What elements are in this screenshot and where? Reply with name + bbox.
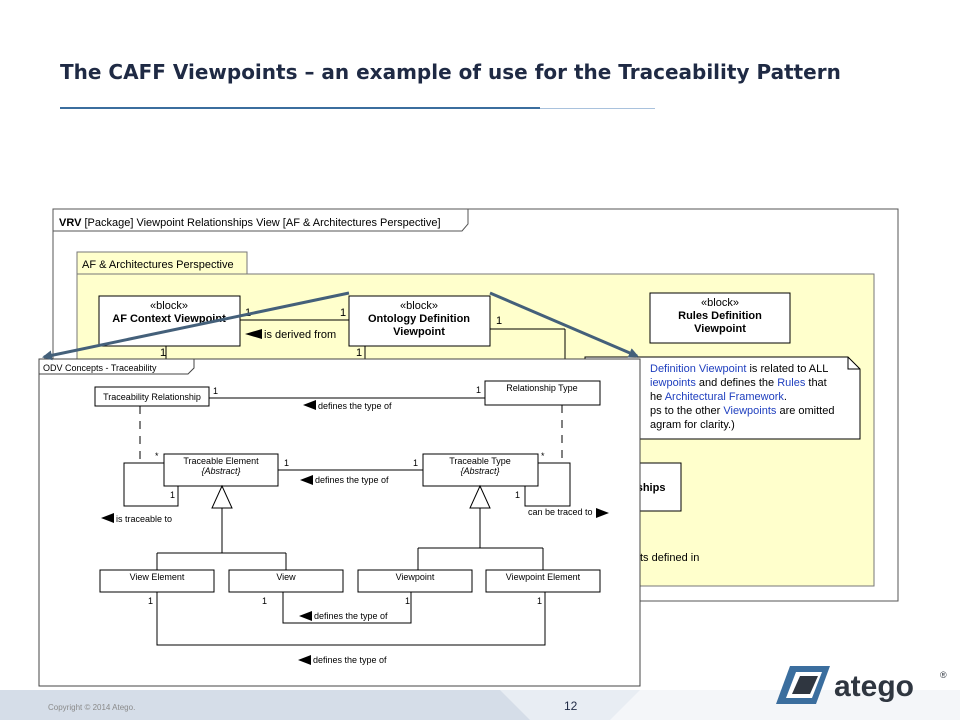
block-viewpoint-element[interactable]: Viewpoint Element [485,569,601,593]
mult-label: * [541,451,545,461]
page-number: 12 [564,699,578,713]
svg-text:VRV [Package] Viewpoint Relati: VRV [Package] Viewpoint Relationships Vi… [59,217,441,229]
block-stereotype: «block» [400,300,438,312]
mult-label: 1 [356,347,362,359]
assoc-label: can be traced to [528,507,593,517]
mult-label: 1 [213,386,218,396]
mult-label: 1 [340,307,346,319]
atego-logo: atego ® [772,660,952,715]
block-view-element[interactable]: View Element [99,569,215,593]
copyright-text: Copyright © 2014 Atego. [48,703,136,712]
registered-mark: ® [940,670,947,680]
bottom-text: ts defined in [640,552,699,564]
front-diagram: ODV Concepts - Traceability Traceability… [38,358,641,687]
mult-label: 1 [160,347,166,359]
block-view[interactable]: View [228,569,344,593]
block-traceable-element[interactable]: Traceable Element {Abstract} [163,453,279,487]
self-assoc-right [524,462,571,507]
mult-label: 1 [515,490,520,500]
block-af-context-viewpoint[interactable]: «block» AF Context Viewpoint [98,295,241,347]
note-line-1: Definition Viewpoint is related to ALL [650,363,828,375]
block-name-line2: Viewpoint [694,323,746,335]
mult-label: 1 [413,458,418,468]
vrv-frame-label: [Package] Viewpoint Relationships View [… [84,217,440,229]
vrv-frame-prefix: VRV [59,217,82,229]
note-line-4: ps to the other Viewpoints are omitted [650,405,834,417]
block-name: View Element [130,572,185,582]
block-rules-definition-viewpoint[interactable]: «block» Rules Definition Viewpoint [649,292,791,344]
block-name: Traceable Element [183,456,259,466]
slide-title: The CAFF Viewpoints – an example of use … [60,60,841,84]
odv-frame-tab [39,359,195,375]
assoc-label: defines the type of [318,401,392,411]
block-name: AF Context Viewpoint [112,313,226,325]
assoc-label: is traceable to [116,514,172,524]
assoc-view-element-viewpoint-element [156,592,546,646]
mult-label: 1 [537,596,542,606]
block-name: Relationship Type [506,383,577,393]
assoc-view-viewpoint [282,592,412,624]
vrv-frame-tab [53,209,469,232]
block-stereotype: «block» [701,297,739,309]
mult-label: 1 [262,596,267,606]
mult-label: 1 [405,596,410,606]
note-line-3: he Architectural Framework. [650,391,787,403]
block-name: View [276,572,296,582]
direction-arrow-icon [299,611,312,621]
block-name: Traceability Relationship [103,392,201,402]
mult-label: 1 [496,315,502,327]
note-line-5: agram for clarity.) [650,419,735,431]
title-underline-light [540,108,655,109]
odv-frame-label: ODV Concepts - Traceability [43,363,157,373]
mult-label: 1 [170,490,175,500]
direction-arrow-icon [298,655,311,665]
assoc-label: defines the type of [313,655,387,665]
direction-arrow-icon [300,475,313,485]
direction-arrow-icon [101,513,114,523]
block-stereotype: «block» [150,300,188,312]
callout-arrow-right [489,291,639,358]
odv-frame [38,358,641,687]
direction-arrow-icon [245,329,262,339]
assoc-label: defines the type of [315,475,389,485]
block-viewpoint[interactable]: Viewpoint [357,569,473,593]
block-traceability-relationship[interactable]: Traceability Relationship [94,386,210,407]
footer-band [0,690,960,720]
block-name-line1: Ontology Definition [368,313,470,325]
block-ontology-definition-viewpoint[interactable]: «block» Ontology Definition Viewpoint [348,295,491,347]
block-name-line2: Viewpoint [393,326,445,338]
block-name: Traceable Type [449,456,511,466]
mult-label: * [155,451,159,461]
assoc-label: is derived from [264,329,336,341]
block-relationship-type[interactable]: Relationship Type [484,380,601,406]
package-label: AF & Architectures Perspective [82,259,234,271]
mult-label: 1 [284,458,289,468]
logo-wordmark: atego [834,670,914,703]
assoc-label: defines the type of [314,611,388,621]
callout-arrow-left [42,291,350,361]
block-name: Viewpoint [396,572,435,582]
direction-arrow-icon [303,400,316,410]
note-line-2: iewpoints and defines the Rules that [650,377,827,389]
block-name: Viewpoint Element [506,572,581,582]
block-traceable-type[interactable]: Traceable Type {Abstract} [422,453,539,487]
block-name-line1: Rules Definition [678,310,762,322]
title-underline [60,107,540,109]
block-modifier: {Abstract} [201,466,240,476]
mult-label: 1 [148,596,153,606]
mult-label: 1 [476,385,481,395]
direction-arrow-icon [596,508,609,518]
block-modifier: {Abstract} [460,466,499,476]
self-assoc-left [123,462,179,507]
